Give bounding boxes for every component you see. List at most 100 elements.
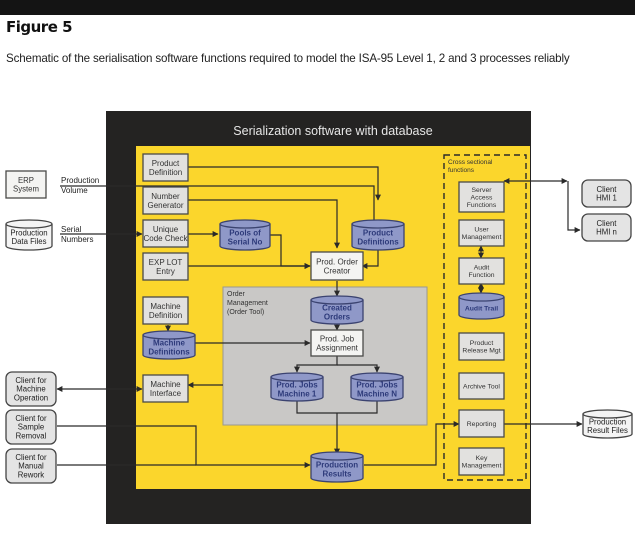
node-label: Key — [476, 455, 488, 462]
node-label: Entry — [156, 267, 175, 276]
node-label: Manual — [18, 462, 44, 471]
connector-line — [567, 181, 581, 233]
node-label: Function — [468, 272, 494, 279]
edge-label-text: Serial — [61, 225, 82, 234]
node-label: Operation — [14, 393, 48, 402]
node-label: HMI 1 — [596, 194, 617, 203]
connections — [56, 166, 583, 468]
node-label: Number — [151, 192, 180, 201]
node-label: Audit — [474, 265, 490, 272]
node-label: Interface — [150, 389, 182, 398]
node-label: Definitions — [357, 237, 399, 246]
node-label: Result Files — [587, 426, 628, 435]
node-label: Production — [316, 460, 358, 469]
node-label: Machine — [150, 302, 181, 311]
connector-line — [57, 425, 311, 468]
node-label: Prod. Jobs — [356, 380, 398, 389]
cross-sectional-title-line: functions — [448, 167, 475, 174]
connector-line — [337, 364, 380, 373]
node-label: Pools of — [229, 228, 261, 237]
connector-line — [364, 421, 460, 466]
node-label: Functions — [467, 202, 497, 209]
node-label: Server — [471, 187, 492, 194]
node-label: Reporting — [467, 421, 497, 428]
node-label: Orders — [324, 312, 351, 321]
audit-trail-db[interactable]: Audit Trail — [458, 292, 505, 320]
node-label: Definition — [149, 311, 182, 320]
node-label: Creator — [324, 266, 351, 275]
connector-line — [188, 199, 340, 249]
node-label: Removal — [16, 431, 47, 440]
node-label: Audit Trail — [465, 305, 498, 312]
node-label: Production — [589, 417, 626, 426]
order-management-label-line: (Order Tool) — [227, 309, 264, 316]
order-management-label-line: Management — [227, 300, 268, 307]
node-label: ERP — [18, 176, 34, 185]
node-label: Unique — [153, 225, 179, 234]
node-label: Data Files — [11, 237, 46, 246]
top-bar — [0, 0, 635, 15]
node-label: Definitions — [148, 347, 190, 356]
node-label: HMI n — [596, 228, 617, 237]
node-label: Machine — [16, 385, 45, 394]
order-management-label-line: Order — [227, 291, 246, 298]
node-label: EXP LOT — [149, 258, 183, 267]
reporting-box[interactable]: Reporting — [458, 409, 505, 438]
edge-label-text: Production — [61, 176, 99, 185]
node-label: Prod. Jobs — [276, 380, 318, 389]
node-label: Assignment — [316, 343, 359, 352]
node-label: System — [13, 185, 39, 194]
node-label: Prod. Job — [320, 334, 355, 343]
node-label: Rework — [18, 470, 45, 479]
edge-label-text: Numbers — [61, 235, 93, 244]
connector-line — [294, 355, 338, 373]
archive-tool-box[interactable]: Archive Tool — [458, 372, 505, 400]
node-label: Created — [322, 303, 352, 312]
node-label: Results — [323, 469, 352, 478]
node-label: Archive Tool — [463, 383, 500, 390]
connector-line — [361, 247, 379, 269]
node-label: Product — [152, 159, 180, 168]
node-label: Machine — [153, 338, 186, 347]
figure-title: Figure 5 — [6, 18, 73, 36]
node-label: Machine — [150, 380, 181, 389]
node-label: Generator — [147, 201, 183, 210]
cross-sectional-title-line: Cross sectional — [448, 159, 493, 166]
node-label: Access — [471, 194, 494, 201]
node-label: Product — [363, 228, 394, 237]
node-label: Machine N — [357, 389, 397, 398]
figure-caption: Schematic of the serialisation software … — [6, 52, 570, 65]
node-label: User — [474, 227, 489, 234]
node-label: Client for — [15, 376, 47, 385]
